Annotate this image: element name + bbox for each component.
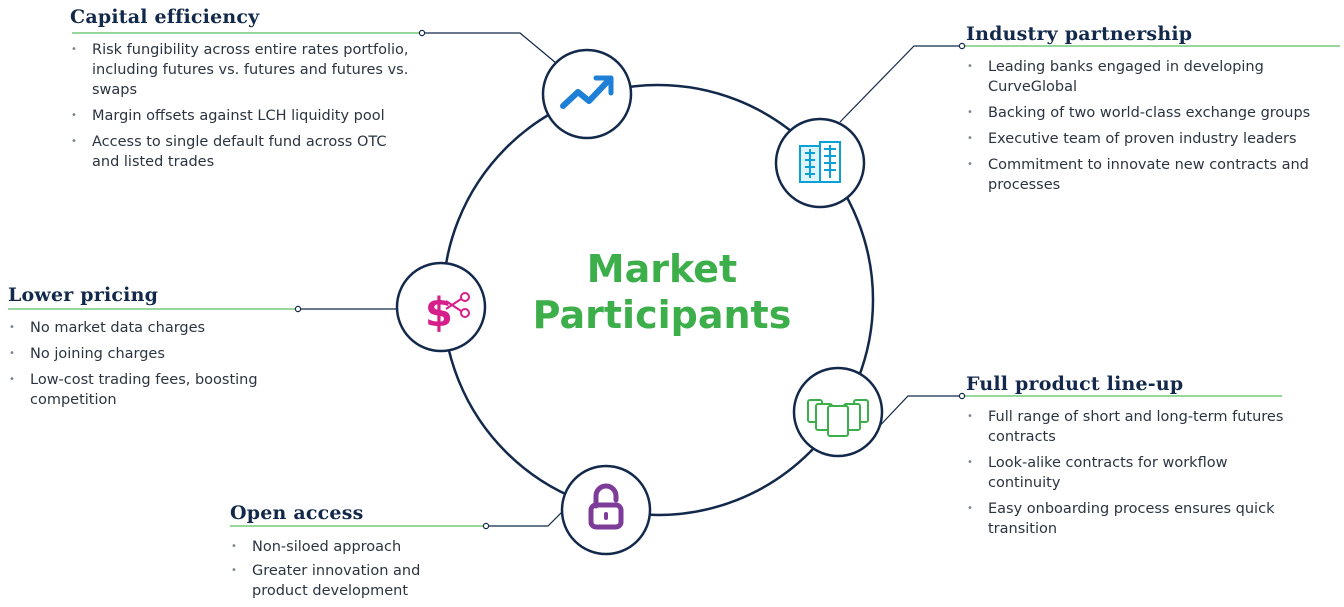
open-lock-icon (588, 483, 624, 530)
capital-efficiency-title: Capital efficiency (70, 6, 260, 28)
open-access-list: Non-siloed approach Greater innovation a… (230, 537, 490, 601)
connector-product-leader (871, 392, 966, 435)
node-pricing (395, 261, 487, 353)
node-open (560, 464, 652, 556)
capital-efficiency-list: Risk fungibility across entire rates por… (70, 40, 410, 172)
list-item: Risk fungibility across entire rates por… (70, 40, 410, 100)
list-item: Leading banks engaged in developing Curv… (966, 57, 1342, 97)
product-lineup-block: Full product line-up Full range of short… (966, 371, 1286, 545)
connector-industry-leader (839, 42, 966, 123)
list-item: Margin offsets against LCH liquidity poo… (70, 106, 410, 126)
list-item: Backing of two world-class exchange grou… (966, 103, 1342, 123)
center-title-line1: Market (586, 247, 738, 291)
list-item: Full range of short and long-term future… (966, 407, 1286, 447)
lower-pricing-list: No market data charges No joining charge… (8, 318, 298, 410)
list-item: Look-alike contracts for workflow contin… (966, 453, 1286, 493)
lower-pricing-block: Lower pricing No market data charges No … (8, 282, 298, 416)
building-icon (799, 141, 841, 183)
connector-capital-leader (418, 29, 557, 64)
industry-partnership-title: Industry partnership (966, 23, 1193, 45)
product-lineup-list: Full range of short and long-term future… (966, 407, 1286, 539)
connector-open-leader (482, 501, 573, 530)
center-title-line2: Participants (532, 293, 792, 337)
list-item: Access to single default fund across OTC… (70, 132, 410, 172)
open-access-title: Open access (230, 502, 364, 524)
capital-efficiency-block: Capital efficiency Risk fungibility acro… (70, 4, 410, 178)
industry-partnership-block: Industry partnership Leading banks engag… (966, 21, 1342, 201)
list-item: Commitment to innovate new contracts and… (966, 155, 1342, 195)
product-lineup-title: Full product line-up (966, 373, 1184, 395)
open-access-block: Open access Non-siloed approach Greater … (230, 500, 490, 607)
list-item: No joining charges (8, 344, 298, 364)
diagram-center-title: Market Participants (512, 246, 812, 338)
list-item: No market data charges (8, 318, 298, 338)
lower-pricing-title: Lower pricing (8, 284, 159, 306)
list-item: Low-cost trading fees, boosting competit… (8, 370, 298, 410)
industry-partnership-list: Leading banks engaged in developing Curv… (966, 57, 1342, 195)
cards-icon (807, 399, 869, 437)
connector-pricing-leader (294, 305, 404, 313)
node-capital (541, 48, 633, 140)
list-item: Easy onboarding process ensures quick tr… (966, 499, 1286, 539)
list-item: Executive team of proven industry leader… (966, 129, 1342, 149)
list-item: Non-siloed approach (230, 537, 490, 557)
trend-up-arrow-icon (560, 75, 614, 109)
list-item: Greater innovation and product developme… (230, 561, 462, 601)
svg-text:$: $ (425, 290, 453, 336)
dollar-scissors-icon: $ (425, 290, 470, 336)
